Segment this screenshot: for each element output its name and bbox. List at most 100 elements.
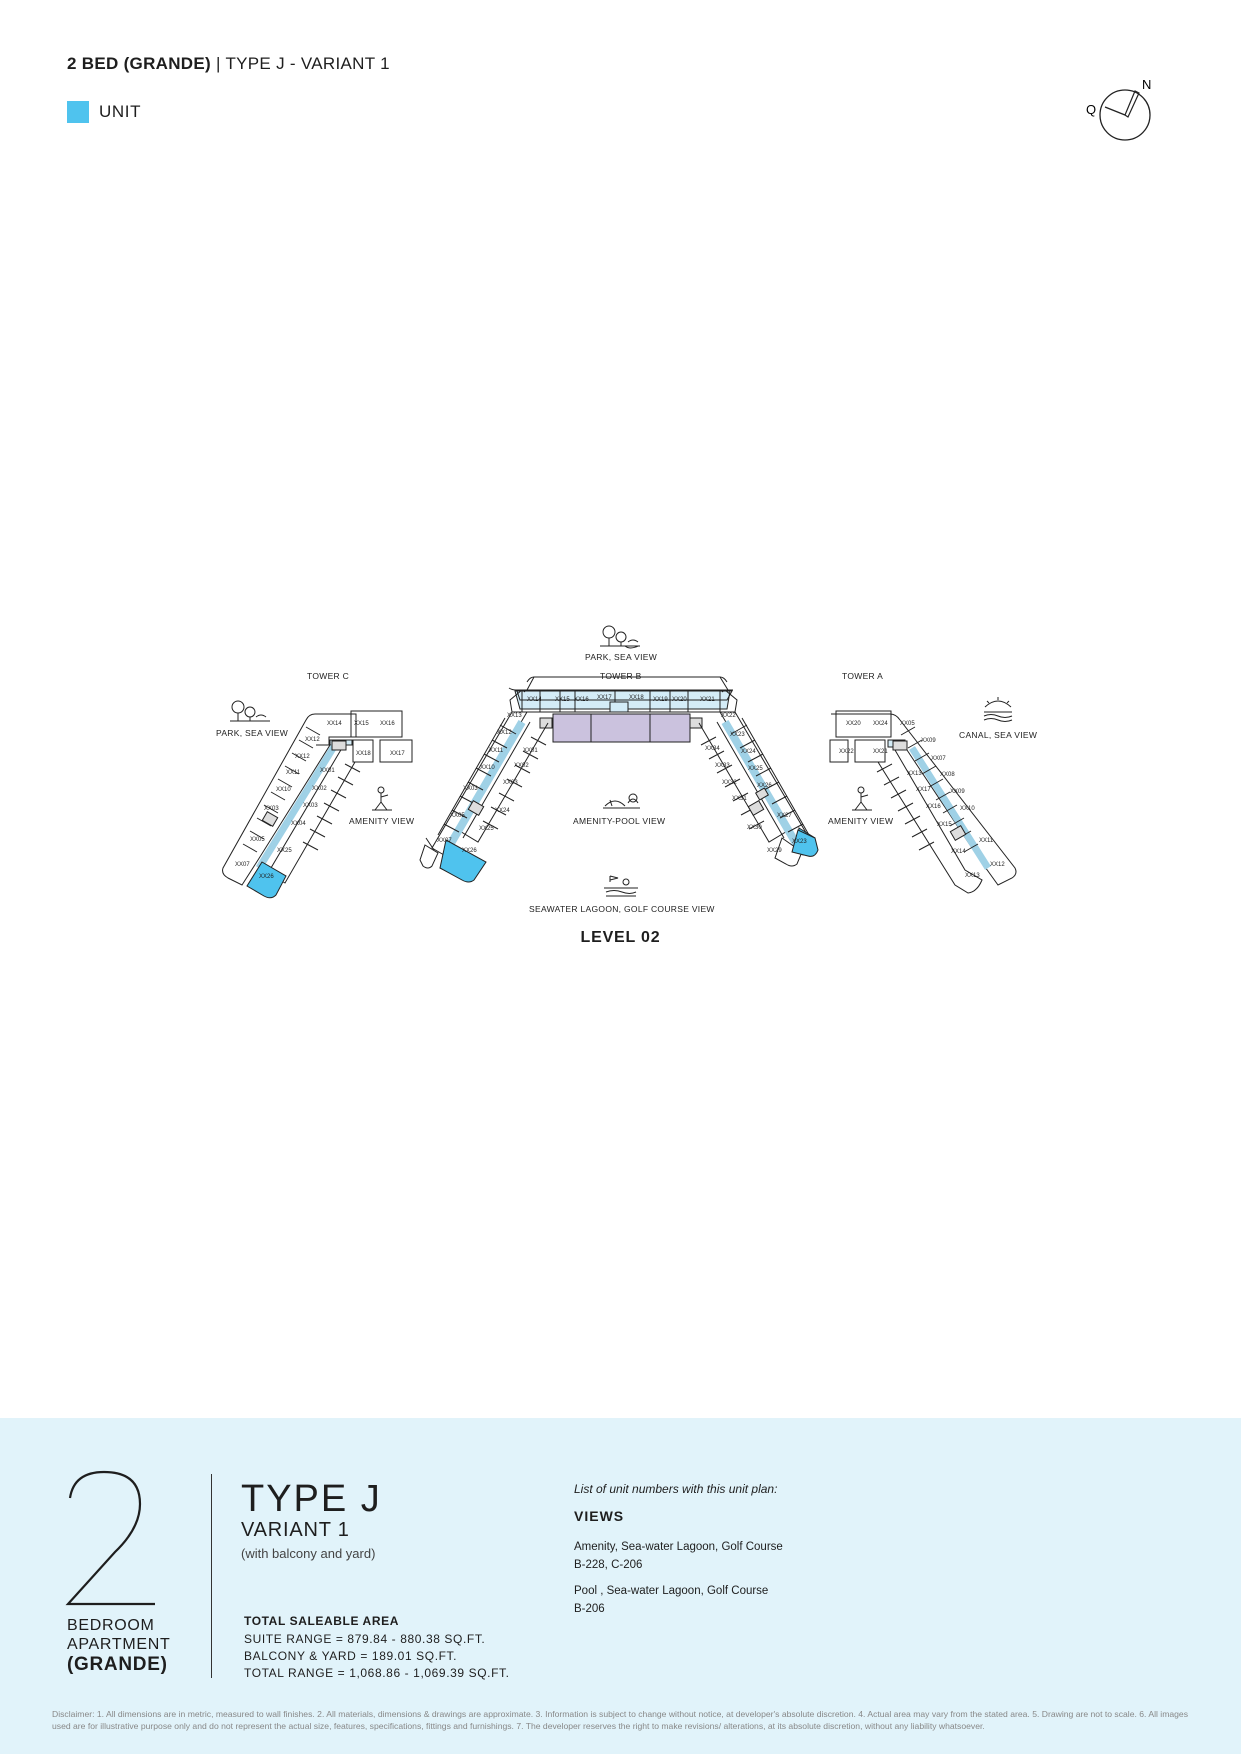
view-2-label: Pool , Sea-water Lagoon, Golf Course — [574, 1585, 769, 1597]
svg-text:XX11: XX11 — [489, 748, 504, 754]
svg-text:XX32: XX32 — [722, 780, 737, 786]
svg-text:XX17: XX17 — [916, 787, 931, 793]
view-label-center: AMENITY-POOL VIEW — [573, 816, 665, 826]
svg-text:XX30: XX30 — [747, 825, 762, 831]
svg-text:XX01: XX01 — [523, 748, 538, 754]
view-1-units: B-228, C-206 — [574, 1559, 643, 1571]
svg-text:XX12: XX12 — [305, 737, 320, 743]
type-title: TYPE J — [241, 1478, 382, 1520]
svg-text:XX03: XX03 — [503, 780, 518, 786]
view-label-amenity-right: AMENITY VIEW — [828, 816, 893, 826]
amenity-view-icon-right — [852, 786, 872, 811]
area-heading: TOTAL SALEABLE AREA — [244, 1614, 399, 1628]
svg-text:XX24: XX24 — [741, 749, 756, 755]
svg-text:XX17: XX17 — [597, 695, 612, 701]
area-balcony-yard: BALCONY & YARD = 189.01 SQ.FT. — [244, 1649, 458, 1663]
page-title: 2 BED (GRANDE) | TYPE J - VARIANT 1 — [67, 54, 390, 74]
svg-text:XX02: XX02 — [514, 763, 529, 769]
svg-text:XX18: XX18 — [629, 695, 644, 701]
legend-unit-swatch — [67, 101, 89, 123]
svg-text:XX01: XX01 — [320, 768, 335, 774]
svg-text:XX08: XX08 — [940, 772, 955, 778]
svg-text:XX20: XX20 — [846, 721, 861, 727]
lagoon-golf-view-icon — [604, 875, 638, 897]
disclaimer: Disclaimer: 1. All dimensions are in met… — [52, 1709, 1188, 1731]
area-total-range: TOTAL RANGE = 1,068.86 - 1,069.39 SQ.FT. — [244, 1666, 510, 1680]
svg-text:XX24: XX24 — [873, 721, 888, 727]
compass-north-label: N — [1142, 77, 1151, 92]
svg-text:XX22: XX22 — [839, 749, 854, 755]
svg-text:XX31: XX31 — [732, 796, 747, 802]
area-suite-range: SUITE RANGE = 879.84 - 880.38 SQ.FT. — [244, 1632, 486, 1646]
panel-divider — [211, 1474, 212, 1678]
svg-text:XX14: XX14 — [951, 849, 966, 855]
svg-text:XX19: XX19 — [653, 697, 668, 703]
svg-text:XX29: XX29 — [767, 848, 782, 854]
view-label-bottom: SEAWATER LAGOON, GOLF COURSE VIEW — [529, 904, 715, 914]
svg-text:XX26: XX26 — [259, 874, 274, 880]
svg-text:XX21: XX21 — [873, 749, 888, 755]
svg-text:XX16: XX16 — [380, 721, 395, 727]
bedroom-line-1: BEDROOM — [67, 1617, 155, 1634]
svg-text:XX10: XX10 — [480, 765, 495, 771]
svg-text:XX03: XX03 — [303, 803, 318, 809]
unit-list-heading: List of unit numbers with this unit plan… — [574, 1482, 778, 1496]
svg-text:XX33: XX33 — [715, 763, 730, 769]
bedroom-line-2: APARTMENT — [67, 1636, 171, 1653]
svg-text:XX14: XX14 — [527, 697, 542, 703]
view-label-left: PARK, SEA VIEW — [216, 728, 288, 738]
svg-text:XX17: XX17 — [390, 751, 405, 757]
tower-b-label: TOWER B — [600, 671, 642, 681]
svg-text:XX26: XX26 — [462, 848, 477, 854]
svg-text:XX07: XX07 — [437, 838, 452, 844]
svg-text:XX14: XX14 — [327, 721, 342, 727]
svg-text:XX07: XX07 — [235, 862, 250, 868]
view-label-amenity-left: AMENITY VIEW — [349, 816, 414, 826]
svg-text:XX12: XX12 — [990, 862, 1005, 868]
svg-text:XX05: XX05 — [250, 837, 265, 843]
svg-text:XX23: XX23 — [792, 839, 807, 845]
svg-text:XX07: XX07 — [931, 756, 946, 762]
svg-text:XX15: XX15 — [555, 697, 570, 703]
compass-west-label: Q — [1086, 102, 1096, 117]
svg-text:XX25: XX25 — [277, 848, 292, 854]
svg-text:XX18: XX18 — [356, 751, 371, 757]
svg-text:XX11: XX11 — [286, 770, 301, 776]
svg-text:XX26: XX26 — [757, 783, 772, 789]
view-label-top: PARK, SEA VIEW — [585, 652, 657, 662]
legend-unit-label: UNIT — [99, 102, 142, 121]
tower-c-plan — [222, 710, 413, 899]
svg-text:XX03: XX03 — [463, 786, 478, 792]
svg-text:XX03: XX03 — [264, 806, 279, 812]
park-sea-view-icon-left — [230, 700, 270, 722]
tower-b-plan — [419, 676, 819, 883]
big-number-2: 2 — [65, 1470, 155, 1606]
svg-text:XX02: XX02 — [312, 786, 327, 792]
title-rest: | TYPE J - VARIANT 1 — [211, 54, 390, 73]
svg-text:XX12: XX12 — [295, 754, 310, 760]
svg-text:XX13: XX13 — [907, 771, 922, 777]
svg-text:XX27: XX27 — [777, 813, 792, 819]
svg-text:XX25: XX25 — [748, 766, 763, 772]
svg-text:XX15: XX15 — [354, 721, 369, 727]
svg-text:XX09: XX09 — [950, 789, 965, 795]
svg-text:XX10: XX10 — [960, 806, 975, 812]
view-2-units: B-206 — [574, 1603, 605, 1615]
svg-text:XX05: XX05 — [450, 813, 465, 819]
compass-icon: N Q — [1086, 77, 1151, 141]
canal-sea-view-icon — [983, 697, 1013, 722]
views-heading: VIEWS — [574, 1508, 625, 1524]
svg-text:XX05: XX05 — [900, 721, 915, 727]
tower-a-label: TOWER A — [842, 671, 883, 681]
svg-text:XX13: XX13 — [965, 873, 980, 879]
amenity-pool-view-icon — [603, 793, 640, 809]
svg-text:XX11: XX11 — [979, 838, 994, 844]
svg-text:XX12: XX12 — [497, 730, 512, 736]
svg-text:XX34: XX34 — [705, 746, 720, 752]
svg-text:XX16: XX16 — [574, 697, 589, 703]
svg-text:XX13: XX13 — [507, 713, 522, 719]
svg-text:XX09: XX09 — [921, 738, 936, 744]
variant-note: (with balcony and yard) — [241, 1546, 376, 1561]
svg-text:XX04: XX04 — [291, 821, 306, 827]
